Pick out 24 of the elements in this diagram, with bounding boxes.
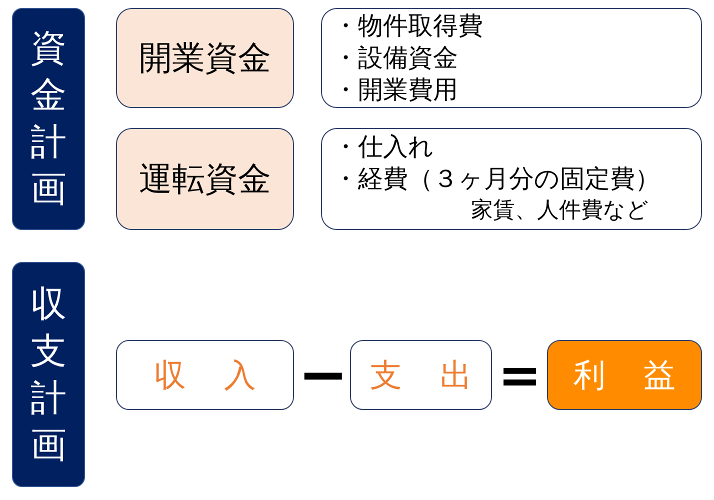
- item-list-box: [321, 128, 702, 230]
- term-label: 支 出: [369, 355, 475, 395]
- section-heading-panel: [12, 262, 85, 487]
- category-box: [116, 8, 294, 108]
- minus-sign: −: [298, 355, 348, 395]
- list-item: ・設備資金: [333, 42, 458, 74]
- section-heading: 収支計画: [30, 282, 66, 468]
- result-label: 利 益: [572, 355, 678, 395]
- equals-sign: =: [498, 356, 542, 396]
- list-item: ・開業費用: [333, 74, 458, 106]
- section-heading-panel: [12, 8, 85, 230]
- term-label: 収 入: [153, 355, 259, 395]
- list-item: ・物件取得費: [333, 10, 483, 42]
- category-label: 開業資金: [139, 38, 271, 78]
- list-item: ・仕入れ: [333, 131, 434, 163]
- section-heading: 資金計画: [30, 27, 66, 212]
- term-box: [350, 340, 492, 410]
- category-label: 運転資金: [139, 159, 271, 199]
- result-box: [547, 340, 702, 410]
- item-list-box: [321, 8, 702, 108]
- list-item: ・経費（３ヶ月分の固定費）: [333, 163, 660, 195]
- note-text: 家賃、人件費など: [471, 197, 649, 225]
- category-box: [116, 128, 294, 230]
- term-box: [116, 340, 294, 410]
